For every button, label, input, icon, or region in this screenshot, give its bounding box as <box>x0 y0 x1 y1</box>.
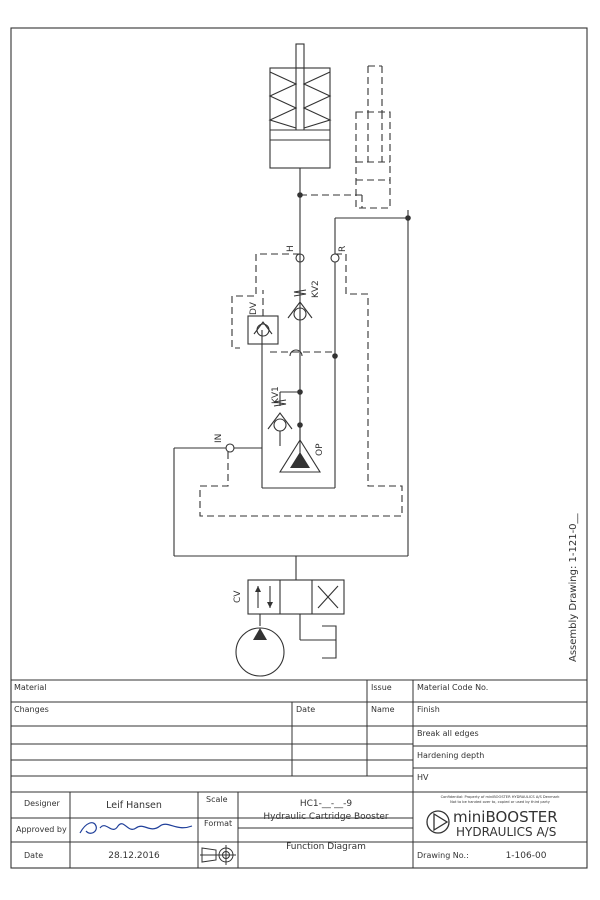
hv-label: HV <box>417 773 429 782</box>
designer-value: Leif Hansen <box>106 800 162 811</box>
material-label: Material <box>14 683 47 692</box>
valve-DV <box>247 290 279 345</box>
hydraulic-function-diagram: H R KV2 DV KV1 IN OP CV <box>173 43 579 677</box>
target-cylinder-dashed <box>355 65 391 209</box>
label-DV: DV <box>249 301 259 315</box>
label-OP: OP <box>315 443 325 456</box>
label-KV1: KV1 <box>271 386 281 404</box>
label-KV2: KV2 <box>311 280 321 298</box>
date-label: Date <box>24 851 43 860</box>
break-edges-label: Break all edges <box>417 729 479 738</box>
label-CV: CV <box>233 590 243 603</box>
sheet-border <box>10 27 588 869</box>
designer-label: Designer <box>24 799 61 808</box>
projection-symbol-icon <box>200 845 236 865</box>
format-label: Format <box>204 819 232 828</box>
scale-label: Scale <box>206 795 228 804</box>
minibooster-logo-icon <box>426 810 450 834</box>
drawing-no-label: Drawing No.: <box>417 851 469 860</box>
directional-valve-CV <box>247 556 345 659</box>
hydraulic-pump <box>235 627 285 677</box>
spring-right <box>302 71 332 129</box>
drawing-no-value: 1-106-00 <box>506 851 547 861</box>
hardening-depth-label: Hardening depth <box>417 751 484 760</box>
finish-label: Finish <box>417 705 440 714</box>
confidential-notice-2: Not to be handed over to, copied or used… <box>450 800 551 804</box>
approval-signature <box>79 822 193 834</box>
date-column-label: Date <box>296 705 315 714</box>
changes-label: Changes <box>14 705 49 714</box>
logo-line-1: miniBOOSTER <box>453 808 558 826</box>
check-valve-KV2 <box>287 289 313 321</box>
label-IN: IN <box>214 434 224 443</box>
confidential-notice-1: Confidential: Property of miniBOOSTER HY… <box>441 795 561 799</box>
label-R: R <box>338 246 348 252</box>
issue-label: Issue <box>371 683 392 692</box>
spring-left <box>268 71 298 129</box>
assembly-drawing-note: Assembly Drawing: 1-121-0__ <box>568 512 579 662</box>
product-name: Hydraulic Cartridge Booster <box>263 812 389 822</box>
drawing-type: Function Diagram <box>286 842 366 852</box>
approved-by-label: Approved by <box>16 825 67 834</box>
name-column-label: Name <box>371 705 395 714</box>
date-value: 28.12.2016 <box>108 851 160 861</box>
booster-cylinder <box>268 43 332 169</box>
material-code-label: Material Code No. <box>417 683 488 692</box>
logo-line-2: HYDRAULICS A/S <box>456 825 556 839</box>
port-R <box>330 253 340 263</box>
port-IN <box>225 443 235 453</box>
label-H: H <box>286 245 296 252</box>
title-block: Material Issue Material Code No. Changes… <box>11 679 587 868</box>
part-number: HC1-__-__-9 <box>300 799 353 809</box>
pressure-amplifier-OP <box>279 438 321 473</box>
